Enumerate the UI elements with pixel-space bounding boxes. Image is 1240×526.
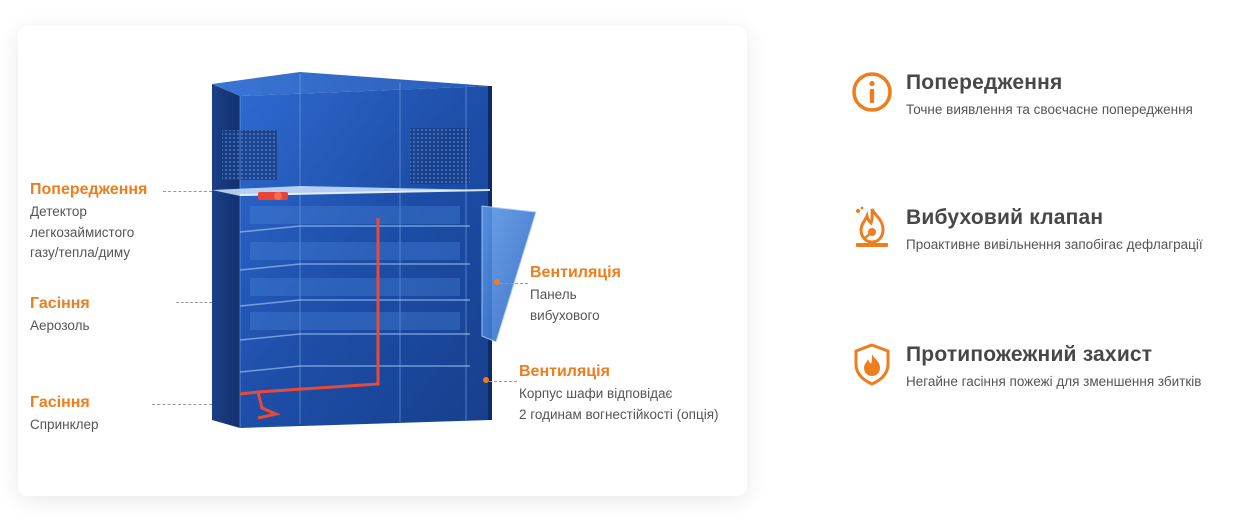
feature-title: Попередження [906, 71, 1063, 94]
callout-title: Попередження [30, 181, 148, 198]
callout-fire-resistance: Вентиляція Корпус шафи відповідає 2 годи… [519, 362, 719, 425]
leader-line [152, 404, 212, 405]
battery-shelves [239, 225, 470, 373]
callout-dot [483, 377, 489, 383]
callout-title: Гасіння [30, 295, 90, 312]
callout-desc-line: Панель [530, 287, 577, 302]
vent-mesh-left [222, 130, 277, 180]
fire-shield-icon [854, 343, 890, 386]
explosion-valve-icon [856, 206, 888, 247]
cabinet-illustration [212, 72, 537, 428]
callout-desc-line: Аерозоль [30, 318, 90, 333]
callout-desc-line: Детектор [30, 204, 87, 219]
feature-desc: Проактивне вивільнення запобігає дефлагр… [906, 237, 1203, 252]
feature-title: Вибуховий клапан [906, 206, 1104, 229]
sprinkler-pipe [257, 218, 380, 394]
callout-desc-line: легкозаймистого [30, 224, 135, 240]
leader-line [500, 283, 528, 284]
callout-desc-line: Спринклер [30, 417, 99, 432]
feature-desc: Точне виявлення та своєчасне попередженн… [906, 102, 1193, 117]
callout-warning: Попередження Детектор легкозаймистого га… [30, 180, 147, 264]
callout-aerosol: Гасіння Аерозоль [30, 294, 90, 337]
callout-sprinkler: Гасіння Спринклер [30, 393, 99, 436]
vent-mesh-right [410, 128, 470, 184]
callout-title: Вентиляція [530, 264, 621, 281]
detector [258, 192, 288, 200]
callout-desc-line: вибухового [530, 307, 600, 323]
callout-desc: Детектор легкозаймистого газу/тепла/диму [30, 202, 147, 264]
info-icon [852, 72, 892, 112]
callout-desc-line: 2 годинам вогнестійкості (опція) [519, 406, 719, 422]
callout-title: Вентиляція [519, 363, 610, 380]
callout-desc-line: газу/тепла/диму [30, 245, 131, 260]
callout-title: Гасіння [30, 394, 90, 411]
callout-desc-line: Корпус шафи відповідає [519, 386, 673, 401]
leader-line [489, 381, 517, 382]
feature-title: Протипожежний захист [906, 343, 1153, 366]
callout-desc: Панель вибухового [530, 285, 621, 326]
feature-desc: Негайне гасіння пожежі для зменшення зби… [906, 374, 1202, 389]
callout-desc: Корпус шафи відповідає 2 годинам вогнест… [519, 384, 719, 425]
vent-panel [481, 205, 537, 343]
callout-vent-panel: Вентиляція Панель вибухового [530, 263, 621, 326]
callout-desc: Спринклер [30, 415, 99, 436]
cabinet-top [212, 72, 490, 96]
callout-dot [494, 279, 500, 285]
callout-desc: Аерозоль [30, 316, 90, 337]
leader-line [176, 302, 212, 303]
leader-line [163, 191, 212, 192]
